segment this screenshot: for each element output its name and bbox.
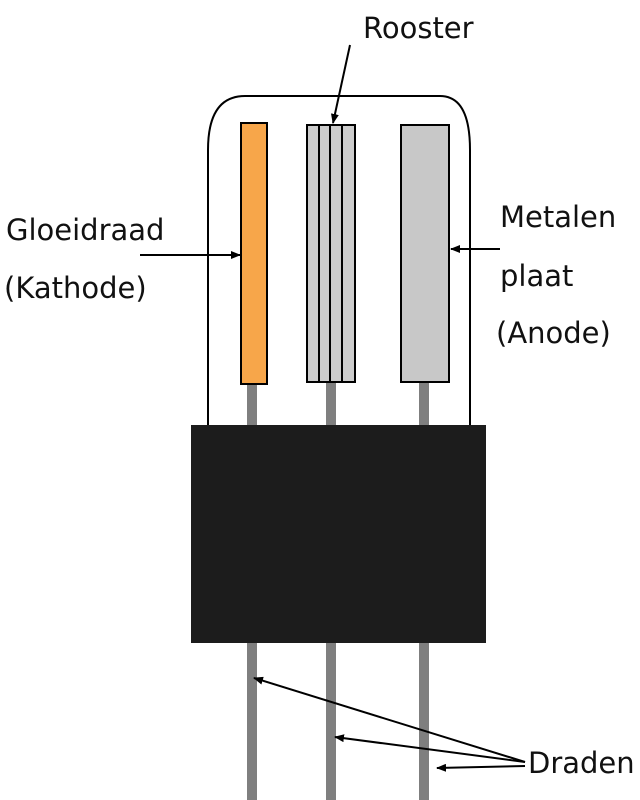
grid-arrow <box>331 44 351 124</box>
glass-bulb <box>207 95 471 426</box>
grid-electrode <box>306 124 356 383</box>
wire-arrow-3 <box>436 763 526 772</box>
anode-label-1: Metalen <box>500 200 616 234</box>
wire-3 <box>419 643 429 800</box>
grid-label: Rooster <box>363 11 474 45</box>
cathode-label-1: Gloeidraad <box>6 213 164 247</box>
anode-leg <box>419 382 429 426</box>
tube-base <box>191 425 486 643</box>
cathode-leg <box>247 384 257 426</box>
wire-arrow-2 <box>334 734 526 763</box>
grid-leg <box>326 382 336 426</box>
wire-2 <box>326 643 336 800</box>
cathode-filament <box>240 122 268 385</box>
wires-label: Draden <box>528 746 635 780</box>
anode-label-3: (Anode) <box>496 316 611 350</box>
wire-1 <box>247 643 257 800</box>
anode-label-2: plaat <box>500 259 573 293</box>
wire-arrow-1 <box>253 676 526 763</box>
anode-plate <box>400 124 450 383</box>
cathode-label-2: (Kathode) <box>4 271 147 305</box>
